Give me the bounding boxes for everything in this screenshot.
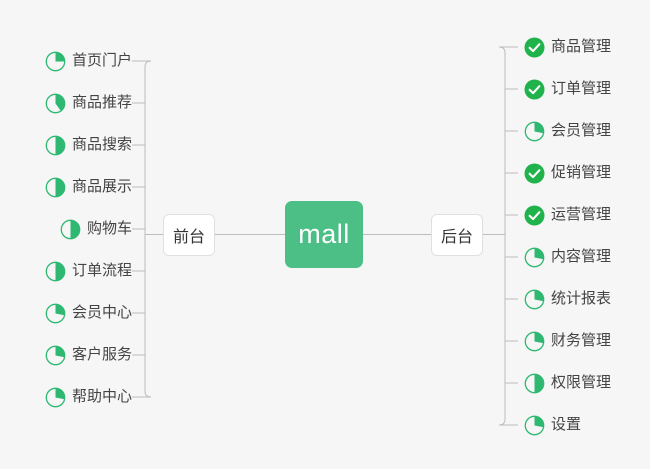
- center-node-mall[interactable]: mall: [285, 201, 363, 268]
- leaf-node-backend-7[interactable]: 财务管理: [524, 328, 611, 354]
- leaf-node-label: 购物车: [86, 220, 132, 237]
- leaf-node-label: 帮助中心: [71, 388, 132, 405]
- leaf-node-label: 统计报表: [551, 290, 612, 307]
- branch-node-backend[interactable]: 后台: [431, 214, 483, 256]
- leaf-node-label: 商品展示: [71, 178, 132, 195]
- pie-progress-icon: [524, 415, 545, 436]
- leaf-node-label: 商品搜索: [71, 136, 132, 153]
- leaf-node-frontend-1[interactable]: 商品推荐: [45, 90, 132, 116]
- pie-progress-icon: [45, 303, 66, 324]
- leaf-node-frontend-4[interactable]: 购物车: [60, 216, 132, 242]
- pie-progress-icon: [524, 373, 545, 394]
- leaf-node-label: 会员管理: [551, 122, 612, 139]
- leaf-node-label: 订单管理: [551, 80, 612, 97]
- branch-node-label: 后台: [440, 229, 473, 246]
- leaf-node-label: 促销管理: [551, 164, 612, 181]
- check-circle-icon: [524, 205, 545, 226]
- leaf-node-label: 首页门户: [71, 52, 132, 69]
- leaf-node-label: 设置: [551, 416, 582, 433]
- pie-progress-icon: [45, 345, 66, 366]
- leaf-node-frontend-7[interactable]: 客户服务: [45, 342, 132, 368]
- leaf-node-label: 会员中心: [71, 304, 132, 321]
- leaf-node-backend-1[interactable]: 订单管理: [524, 76, 611, 102]
- leaf-node-frontend-6[interactable]: 会员中心: [45, 300, 132, 326]
- leaf-node-frontend-5[interactable]: 订单流程: [45, 258, 132, 284]
- pie-progress-icon: [45, 387, 66, 408]
- leaf-node-backend-4[interactable]: 运营管理: [524, 202, 611, 228]
- center-node-label: mall: [298, 219, 350, 249]
- pie-progress-icon: [45, 135, 66, 156]
- pie-progress-icon: [524, 289, 545, 310]
- leaf-node-backend-3[interactable]: 促销管理: [524, 160, 611, 186]
- leaf-node-label: 运营管理: [551, 206, 612, 223]
- leaf-node-label: 权限管理: [551, 374, 612, 391]
- leaf-node-frontend-3[interactable]: 商品展示: [45, 174, 132, 200]
- leaf-node-backend-5[interactable]: 内容管理: [524, 244, 611, 270]
- leaf-node-backend-6[interactable]: 统计报表: [524, 286, 611, 312]
- leaf-node-frontend-8[interactable]: 帮助中心: [45, 384, 132, 410]
- leaf-node-label: 财务管理: [551, 332, 612, 349]
- leaf-node-backend-2[interactable]: 会员管理: [524, 118, 611, 144]
- pie-progress-icon: [524, 247, 545, 268]
- branch-node-frontend[interactable]: 前台: [163, 214, 215, 256]
- leaf-node-frontend-0[interactable]: 首页门户: [45, 48, 132, 74]
- leaf-node-label: 客户服务: [71, 346, 132, 363]
- check-circle-icon: [524, 163, 545, 184]
- leaf-node-label: 订单流程: [71, 262, 132, 279]
- check-circle-icon: [524, 79, 545, 100]
- pie-progress-icon: [524, 121, 545, 142]
- pie-progress-icon: [45, 177, 66, 198]
- leaf-node-backend-8[interactable]: 权限管理: [524, 370, 611, 396]
- pie-progress-icon: [45, 261, 66, 282]
- pie-progress-icon: [45, 93, 66, 114]
- leaf-node-label: 商品管理: [551, 38, 612, 55]
- leaf-node-label: 内容管理: [551, 248, 612, 265]
- leaf-node-backend-0[interactable]: 商品管理: [524, 34, 611, 60]
- check-circle-icon: [524, 37, 545, 58]
- pie-progress-icon: [524, 331, 545, 352]
- branch-node-label: 前台: [172, 229, 205, 246]
- leaf-node-frontend-2[interactable]: 商品搜索: [45, 132, 132, 158]
- pie-progress-icon: [45, 51, 66, 72]
- leaf-node-label: 商品推荐: [71, 94, 132, 111]
- leaf-node-backend-9[interactable]: 设置: [524, 412, 581, 438]
- pie-progress-icon: [60, 219, 81, 240]
